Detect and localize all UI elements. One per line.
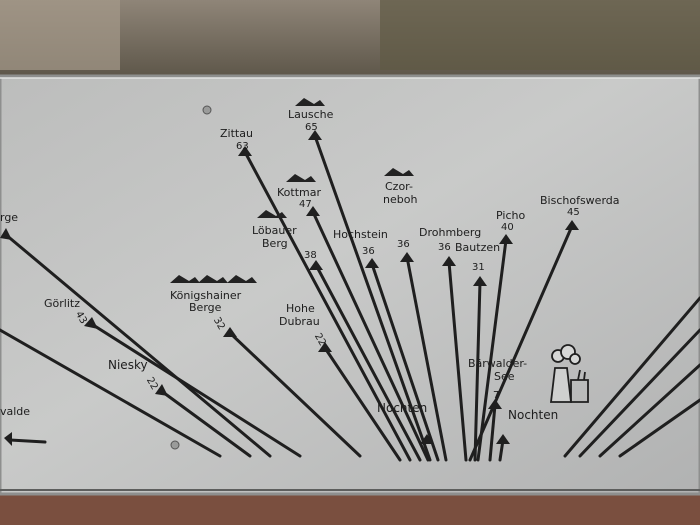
arrowheads — [0, 130, 579, 446]
mountain-icon — [227, 275, 257, 283]
gravel-left — [0, 0, 120, 70]
label-goerlitz: Görlitz — [44, 297, 80, 310]
mountain-icon — [198, 275, 228, 283]
label-lausche: Lausche — [288, 108, 334, 121]
label-loebauer-berg-2: Berg — [262, 237, 288, 250]
label-bischofswerda: Bischofswerda — [540, 194, 620, 207]
distance-drohmberg: 36 — [438, 242, 451, 253]
mountain-icons — [170, 98, 414, 283]
distance-unnamed: 38 — [304, 250, 317, 261]
label-baerwalder-see: Bärwalder- — [468, 357, 528, 370]
label-hochstein: Hochstein — [333, 228, 388, 241]
grass-right — [380, 0, 700, 70]
distance-czorneboh: 36 — [397, 239, 410, 250]
distance-picho: 40 — [501, 222, 514, 233]
label-picho: Picho — [496, 209, 526, 222]
mountain-icon — [384, 168, 414, 176]
label-koenigshainer-berge-2: Berge — [189, 301, 222, 314]
label-kottmar: Kottmar — [277, 186, 321, 199]
distance-zittau: 63 — [236, 141, 249, 152]
label-walde-left: valde — [0, 405, 31, 418]
label-niesky: Niesky — [108, 358, 148, 372]
mountain-icon — [257, 210, 287, 218]
distance-kottmar: 47 — [299, 199, 312, 210]
label-berge-left: rge — [0, 211, 19, 224]
distance-bautzen: 31 — [472, 262, 485, 273]
label-bautzen: Bautzen — [455, 241, 501, 254]
label-nochten-right: Nochten — [508, 408, 559, 422]
metal-plate — [0, 74, 700, 496]
label-loebauer-berg: Löbauer — [252, 224, 297, 237]
label-drohmberg: Drohmberg — [419, 226, 482, 239]
distance-hochstein: 36 — [362, 246, 375, 257]
label-hohe-dubrau-2: Dubrau — [279, 315, 320, 328]
screw — [202, 105, 212, 115]
distance-bischofswerda: 45 — [567, 207, 580, 218]
label-czorneboh: Czor- — [385, 180, 413, 193]
power-plant-icon — [549, 344, 589, 403]
mountain-icon — [295, 98, 325, 106]
mountain-icon — [170, 275, 200, 283]
label-koenigshainer-berge: Königshainer — [170, 289, 242, 302]
label-baerwalder-see-2: See — [494, 370, 515, 383]
ground-bottom — [0, 492, 700, 525]
label-czorneboh-2: neboh — [383, 193, 418, 206]
label-hohe-dubrau: Hohe — [286, 302, 315, 315]
label-nochten-left: Nochten — [377, 401, 428, 415]
label-zittau: Zittau — [220, 127, 253, 140]
distance-lausche: 65 — [305, 122, 318, 133]
screw — [170, 440, 180, 450]
mountain-icon — [286, 174, 316, 182]
distance-baerwalder-see: 7 — [493, 390, 500, 401]
